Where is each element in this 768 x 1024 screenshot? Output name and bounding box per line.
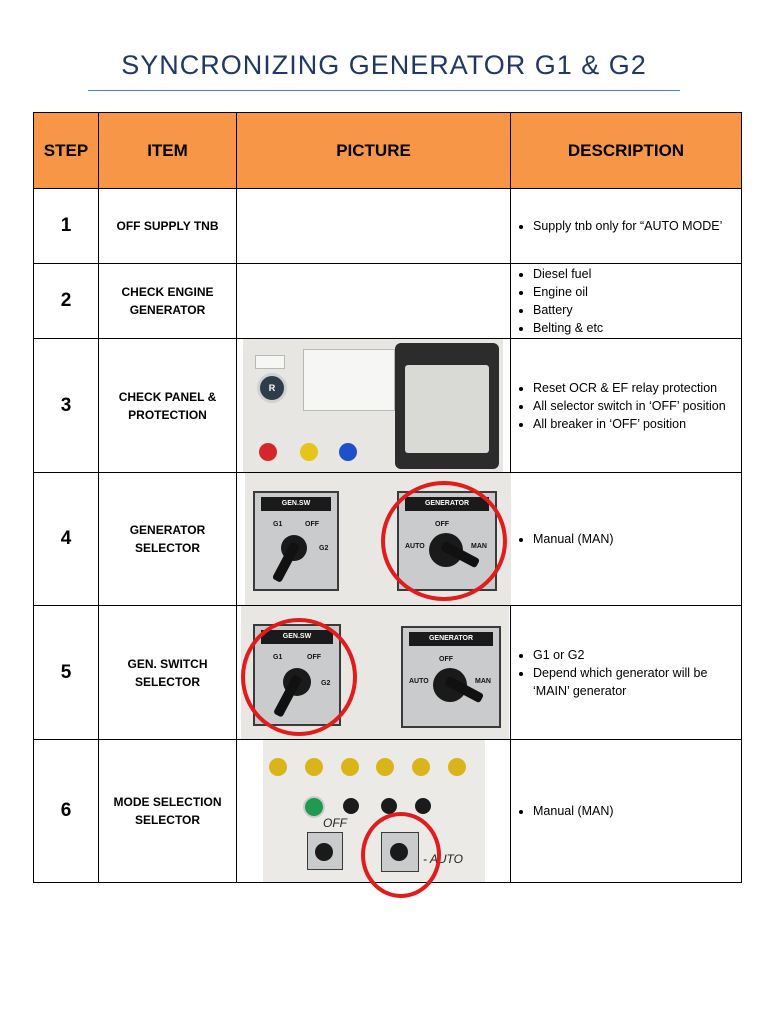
description-bullet: Manual (MAN) xyxy=(533,530,741,548)
emergency-label-sticker xyxy=(255,355,285,369)
picture-cell-empty xyxy=(236,263,511,339)
table-header-row: STEP ITEM PICTURE DESCRIPTION xyxy=(33,112,742,189)
picture-cell: GEN.SW G1 OFF G2 GENERATOR OFF AUTO MAN xyxy=(236,472,511,606)
generator-plate-label: GENERATOR xyxy=(409,632,493,646)
gen-sw-plate: GEN.SW G1 OFF G2 xyxy=(253,491,339,591)
header-description: DESCRIPTION xyxy=(510,112,742,189)
reset-button: R xyxy=(257,373,287,403)
description-bullet: All breaker in ‘OFF’ position xyxy=(533,415,741,433)
step-item: GEN. SWITCH SELECTOR xyxy=(98,605,237,740)
off-mark: OFF xyxy=(439,656,453,663)
ocr-ef-relay xyxy=(395,343,499,469)
step-number: 5 xyxy=(33,605,99,740)
picture-cell-empty xyxy=(236,188,511,264)
highlight-ring xyxy=(361,812,441,898)
description-bullet: Reset OCR & EF relay protection xyxy=(533,379,741,397)
header-picture: PICTURE xyxy=(236,112,511,189)
header-step: STEP xyxy=(33,112,99,189)
description-bullet: Belting & etc xyxy=(533,319,741,337)
control-switch-dial xyxy=(315,843,333,861)
handwritten-off: OFF xyxy=(323,816,347,830)
step-number: 3 xyxy=(33,338,99,473)
step-item: OFF SUPPLY TNB xyxy=(98,188,237,264)
blue-indicator-lamp xyxy=(339,443,357,461)
page-title: SYNCRONIZING GENERATOR G1 & G2 xyxy=(121,50,647,80)
description-bullet: Engine oil xyxy=(533,283,741,301)
man-mark: MAN xyxy=(475,678,491,685)
yellow-indicator-lamp xyxy=(341,758,359,776)
table-row: 3 CHECK PANEL & PROTECTION R xyxy=(33,338,742,473)
description-bullet: Battery xyxy=(533,301,741,319)
red-indicator-lamp xyxy=(259,443,277,461)
black-push-button xyxy=(381,798,397,814)
yellow-indicator-lamp xyxy=(300,443,318,461)
yellow-indicator-lamp xyxy=(448,758,466,776)
step-number: 4 xyxy=(33,472,99,606)
yellow-indicator-lamp xyxy=(376,758,394,776)
table-row: 4 GENERATOR SELECTOR GEN.SW G1 OFF G2 GE… xyxy=(33,472,742,606)
description-bullet: Manual (MAN) xyxy=(533,802,741,820)
step-description: Manual (MAN) xyxy=(510,472,742,606)
picture-cell: OFF - AUTO xyxy=(236,739,511,898)
generator-plate: GENERATOR OFF AUTO MAN xyxy=(401,626,501,728)
yellow-indicator-lamp xyxy=(269,758,287,776)
step-item: GENERATOR SELECTOR xyxy=(98,472,237,606)
title-underline xyxy=(88,90,680,91)
picture-cell: R xyxy=(236,338,511,473)
panel-protection-photo: R xyxy=(243,339,503,472)
generator-selector-photo: GEN.SW G1 OFF G2 GENERATOR OFF AUTO MAN xyxy=(245,473,511,605)
reset-button-label: R xyxy=(268,383,276,393)
table-row: 1 OFF SUPPLY TNB Supply tnb only for “AU… xyxy=(33,188,742,264)
description-bullet: G1 or G2 xyxy=(533,646,741,664)
auto-mark: AUTO xyxy=(409,678,429,685)
yellow-indicator-lamp xyxy=(412,758,430,776)
g1-mark: G1 xyxy=(273,521,283,528)
table-row: 5 GEN. SWITCH SELECTOR GEN.SW G1 OFF G2 … xyxy=(33,605,742,740)
off-mark: OFF xyxy=(305,521,319,528)
yellow-indicator-lamp xyxy=(305,758,323,776)
step-description: Supply tnb only for “AUTO MODE’ xyxy=(510,188,742,264)
green-push-button xyxy=(303,796,325,818)
black-push-button xyxy=(415,798,431,814)
step-description: Manual (MAN) xyxy=(510,739,742,883)
step-item: MODE SELECTION SELECTOR xyxy=(98,739,237,883)
step-description: Reset OCR & EF relay protection All sele… xyxy=(510,338,742,473)
step-number: 1 xyxy=(33,188,99,264)
relay-info-sticker xyxy=(303,349,395,411)
g2-mark: G2 xyxy=(319,545,329,552)
steps-table: STEP ITEM PICTURE DESCRIPTION 1 OFF SUPP… xyxy=(33,112,742,898)
table-row: 6 MODE SELECTION SELECTOR OFF xyxy=(33,739,742,898)
step-item: CHECK PANEL & PROTECTION xyxy=(98,338,237,473)
step-description: Diesel fuel Engine oil Battery Belting &… xyxy=(510,263,742,339)
description-bullet: Supply tnb only for “AUTO MODE’ xyxy=(533,217,741,235)
highlight-ring xyxy=(381,481,507,601)
description-bullet: Depend which generator will be ‘MAIN’ ge… xyxy=(533,664,741,700)
black-push-button xyxy=(343,798,359,814)
description-bullet: Diesel fuel xyxy=(533,265,741,283)
step-number: 2 xyxy=(33,263,99,339)
step-number: 6 xyxy=(33,739,99,883)
highlight-ring xyxy=(241,618,357,736)
control-switch-plate xyxy=(307,832,343,870)
picture-cell: GEN.SW G1 OFF G2 GENERATOR OFF AUTO MAN xyxy=(236,605,511,740)
description-bullet: All selector switch in ‘OFF’ position xyxy=(533,397,741,415)
table-row: 2 CHECK ENGINE GENERATOR Diesel fuel Eng… xyxy=(33,263,742,339)
gen-sw-plate-label: GEN.SW xyxy=(261,497,331,511)
gen-switch-selector-photo: GEN.SW G1 OFF G2 GENERATOR OFF AUTO MAN xyxy=(241,606,509,739)
step-description: G1 or G2 Depend which generator will be … xyxy=(510,605,742,740)
step-item: CHECK ENGINE GENERATOR xyxy=(98,263,237,339)
header-item: ITEM xyxy=(98,112,237,189)
